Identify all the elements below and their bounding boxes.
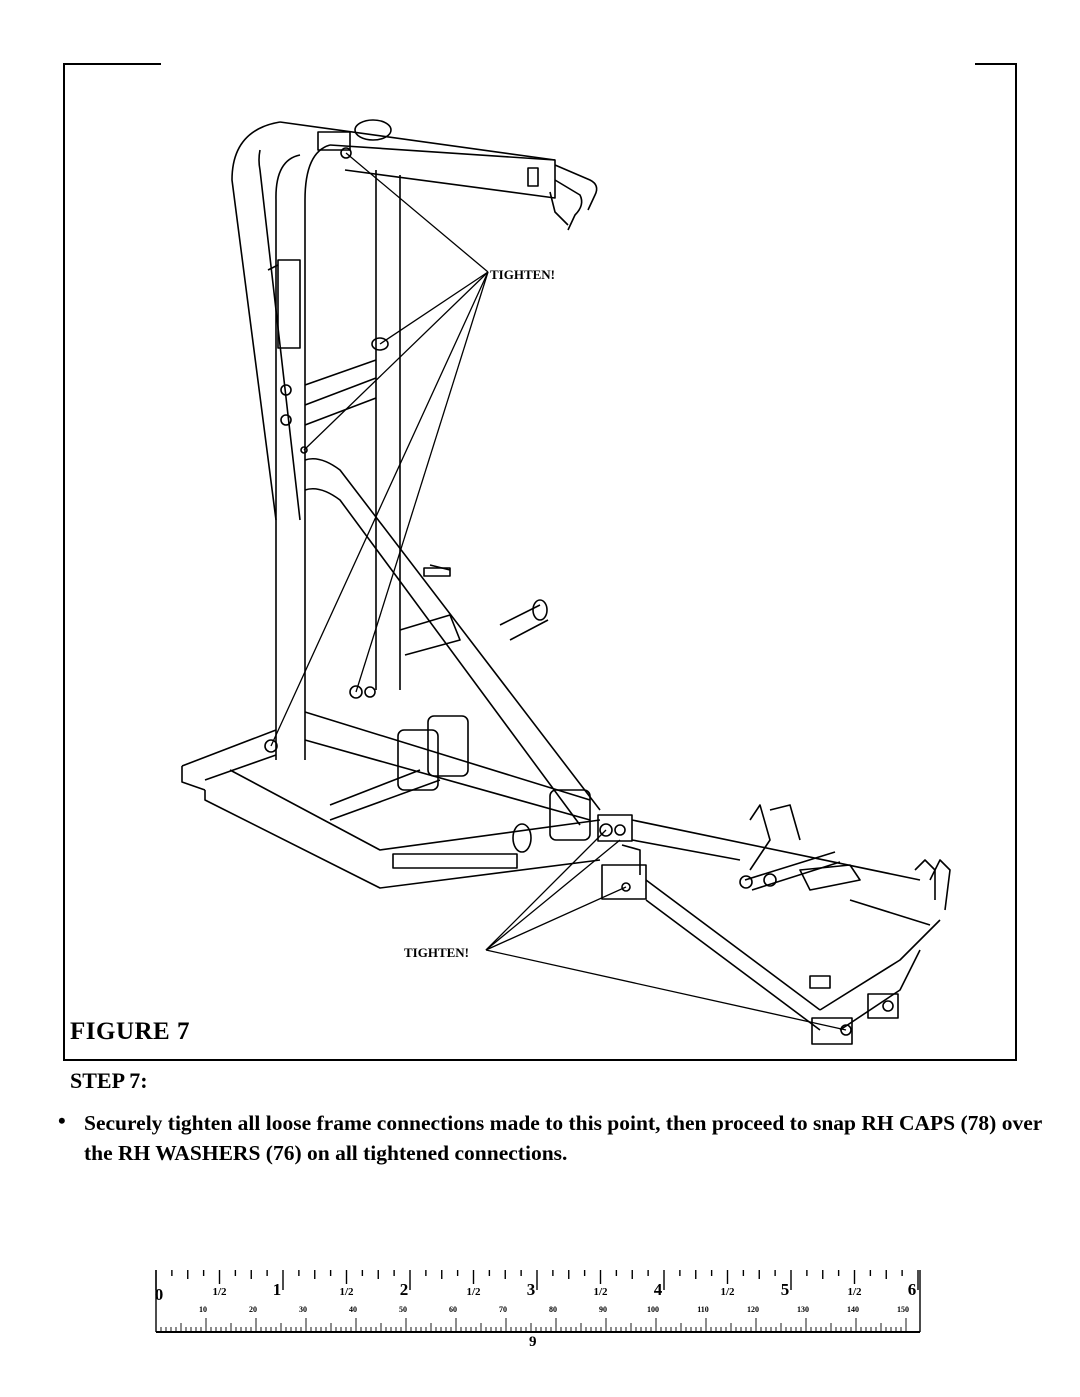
inch-label: 4 [654,1280,663,1299]
step-instruction: Securely tighten all loose frame connect… [84,1111,1042,1165]
mm-label: 10 [199,1305,207,1314]
half-inch-label: 1/2 [466,1286,481,1298]
mm-label: 60 [449,1305,457,1314]
page-number: 9 [529,1334,537,1350]
mm-label: 140 [847,1305,859,1314]
half-inch-label: 1/2 [339,1286,354,1298]
half-inch-label: 1/2 [847,1286,862,1298]
mm-label: 130 [797,1305,809,1314]
tighten-leaders-top [270,152,489,747]
ruler-labels: 0 1 2 3 4 5 6 1/2 1/2 1/2 1/2 1/2 1/2 10 20 30 40 50 60 70 8… [155,1280,917,1314]
mm-label: 70 [499,1305,507,1314]
bullet-marker: • [58,1108,66,1133]
mm-label: 120 [747,1305,759,1314]
mm-label: 30 [299,1305,307,1314]
tighten-leaders-bottom [485,829,847,1031]
half-inch-label: 1/2 [720,1286,735,1298]
tighten-callout-top: TIGHTEN! [490,267,555,282]
measuring-ruler [155,1270,921,1333]
inch-label: 2 [400,1280,409,1299]
figure-label: FIGURE 7 [70,1018,190,1045]
step-title: STEP 7: [70,1068,148,1093]
mm-label: 100 [647,1305,659,1314]
inch-label: 3 [527,1280,536,1299]
half-inch-label: 1/2 [212,1286,227,1298]
mm-label: 90 [599,1305,607,1314]
inch-label: 5 [781,1280,790,1299]
mm-label: 150 [897,1305,909,1314]
mm-label: 110 [697,1305,709,1314]
half-inch-label: 1/2 [593,1286,608,1298]
inch-label: 6 [908,1280,917,1299]
inch-label: 1 [273,1280,282,1299]
equipment-illustration [181,119,951,1045]
mm-label: 50 [399,1305,407,1314]
mm-label: 20 [249,1305,257,1314]
mm-label: 80 [549,1305,557,1314]
mm-label: 40 [349,1305,357,1314]
inch-label: 0 [155,1285,164,1304]
tighten-callout-bottom: TIGHTEN! [404,945,469,960]
